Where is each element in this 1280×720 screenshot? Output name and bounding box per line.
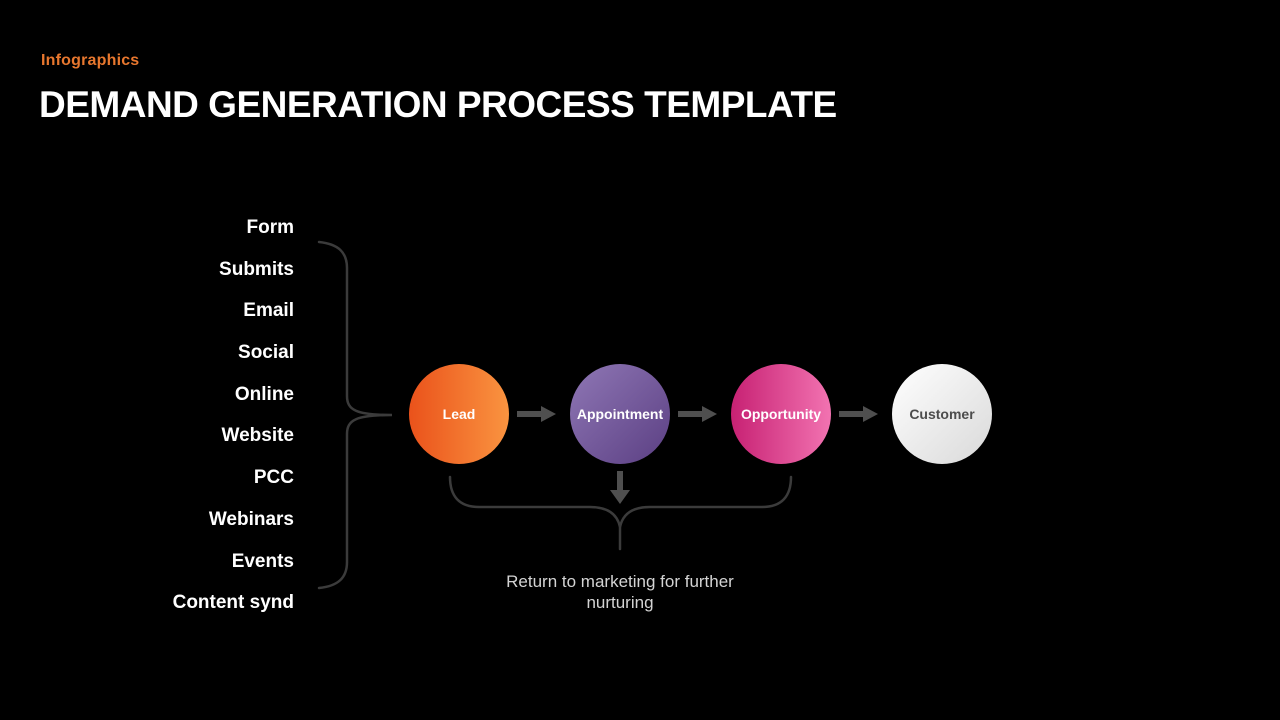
- lead-source-item: Submits: [219, 258, 294, 280]
- return-down-arrow: [610, 471, 630, 504]
- lead-source-item: Content synd: [172, 592, 294, 614]
- lead-source-item: Events: [231, 550, 294, 572]
- lead-source-item: Website: [221, 425, 294, 447]
- left-brace: [317, 240, 393, 590]
- return-note: Return to marketing for further nurturin…: [506, 572, 734, 612]
- flow-arrow-2: [678, 406, 717, 422]
- step-circle-opportunity: Opportunity: [731, 364, 831, 464]
- slide-category: Infographics: [41, 52, 140, 69]
- flow-arrow-3: [839, 406, 878, 422]
- step-circle-customer: Customer: [892, 364, 992, 464]
- lead-source-item: Social: [238, 342, 294, 364]
- lead-source-item: Form: [246, 217, 295, 238]
- step-label-customer: Customer: [909, 406, 975, 422]
- step-label-lead: Lead: [442, 406, 476, 422]
- lead-source-item: Email: [243, 300, 294, 322]
- lead-source-item: PCC: [253, 467, 294, 489]
- flow-arrow-1: [517, 406, 556, 422]
- lead-source-item: Online: [234, 383, 294, 405]
- step-label-opportunity: Opportunity: [740, 406, 822, 422]
- lead-source-item: Webinars: [208, 508, 294, 530]
- slide-title: DEMAND GENERATION PROCESS TEMPLATE: [39, 84, 837, 125]
- step-circle-lead: Lead: [409, 364, 509, 464]
- step-label-appointment: Appointment: [576, 406, 664, 422]
- lead-source-list: Form Submits Email Social Online Website…: [60, 207, 294, 624]
- step-circle-appointment: Appointment: [570, 364, 670, 464]
